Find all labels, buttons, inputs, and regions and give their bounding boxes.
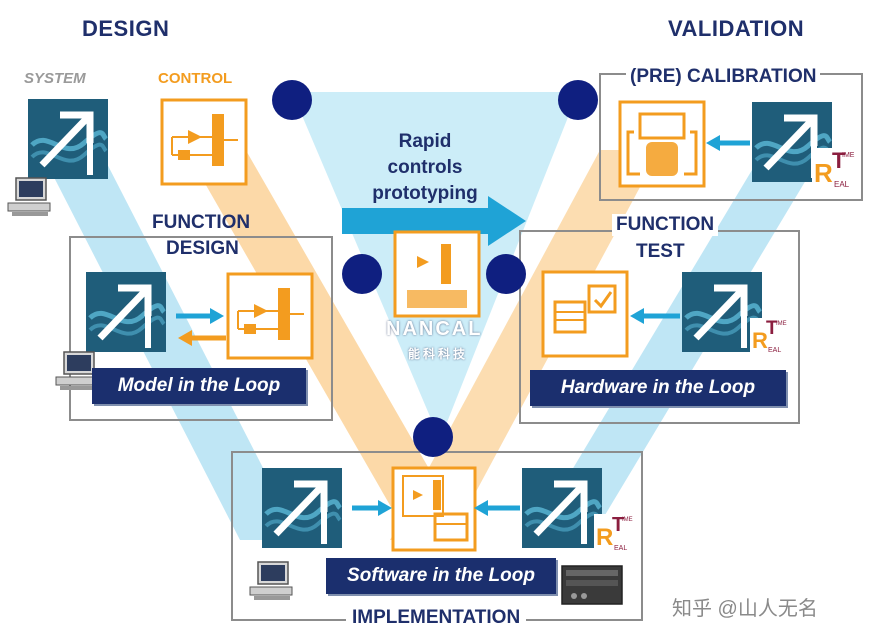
pre-calibration-label: (PRE) CALIBRATION <box>626 66 821 88</box>
rapid-line3: prototyping <box>372 183 478 204</box>
nancal-logo-sub: 能科科技 <box>408 347 469 361</box>
software-in-the-loop-bar: Software in the Loop <box>326 558 556 594</box>
watermark-text: 知乎 @山人无名 <box>672 598 818 620</box>
rt-r: R <box>752 328 768 353</box>
rt-eal: EAL <box>768 347 782 354</box>
function-design-label-line1: FUNCTION <box>152 212 251 233</box>
rt-eal: EAL <box>614 545 628 552</box>
function-test-label-line1: FUNCTION <box>612 214 719 236</box>
nancal-logo-name: NANCAL <box>386 318 483 340</box>
rt-ime: IME <box>776 321 787 327</box>
function-test-label-line2: TEST <box>636 241 685 262</box>
validation-header: VALIDATION <box>668 16 805 41</box>
control-label: CONTROL <box>158 70 233 87</box>
rt-eal: EAL <box>834 180 850 189</box>
function-design-label-line2: DESIGN <box>166 238 239 259</box>
rapid-line1: Rapid <box>398 131 452 152</box>
rapid-line2: controls <box>387 157 463 178</box>
hardware-in-the-loop-bar: Hardware in the Loop <box>530 370 786 406</box>
real-time-badge-hardware: R T IME EAL <box>750 318 787 358</box>
rt-ime: IME <box>842 152 855 159</box>
rapid-prototyping-text: Rapid controls prototyping <box>355 129 495 207</box>
rt-r: R <box>596 524 614 551</box>
design-header: DESIGN <box>82 16 170 41</box>
rt-t: T <box>832 148 846 173</box>
model-in-the-loop-bar: Model in the Loop <box>92 368 306 404</box>
real-time-badge-software: R T IME EAL <box>594 514 634 556</box>
implementation-label: IMPLEMENTATION <box>346 607 527 629</box>
system-label: SYSTEM <box>24 70 86 87</box>
rt-t: T <box>612 514 625 536</box>
rt-r: R <box>814 158 833 188</box>
rt-t: T <box>766 318 778 339</box>
rt-ime: IME <box>622 517 633 523</box>
real-time-badge-calibration: R T IME EAL <box>812 148 854 192</box>
